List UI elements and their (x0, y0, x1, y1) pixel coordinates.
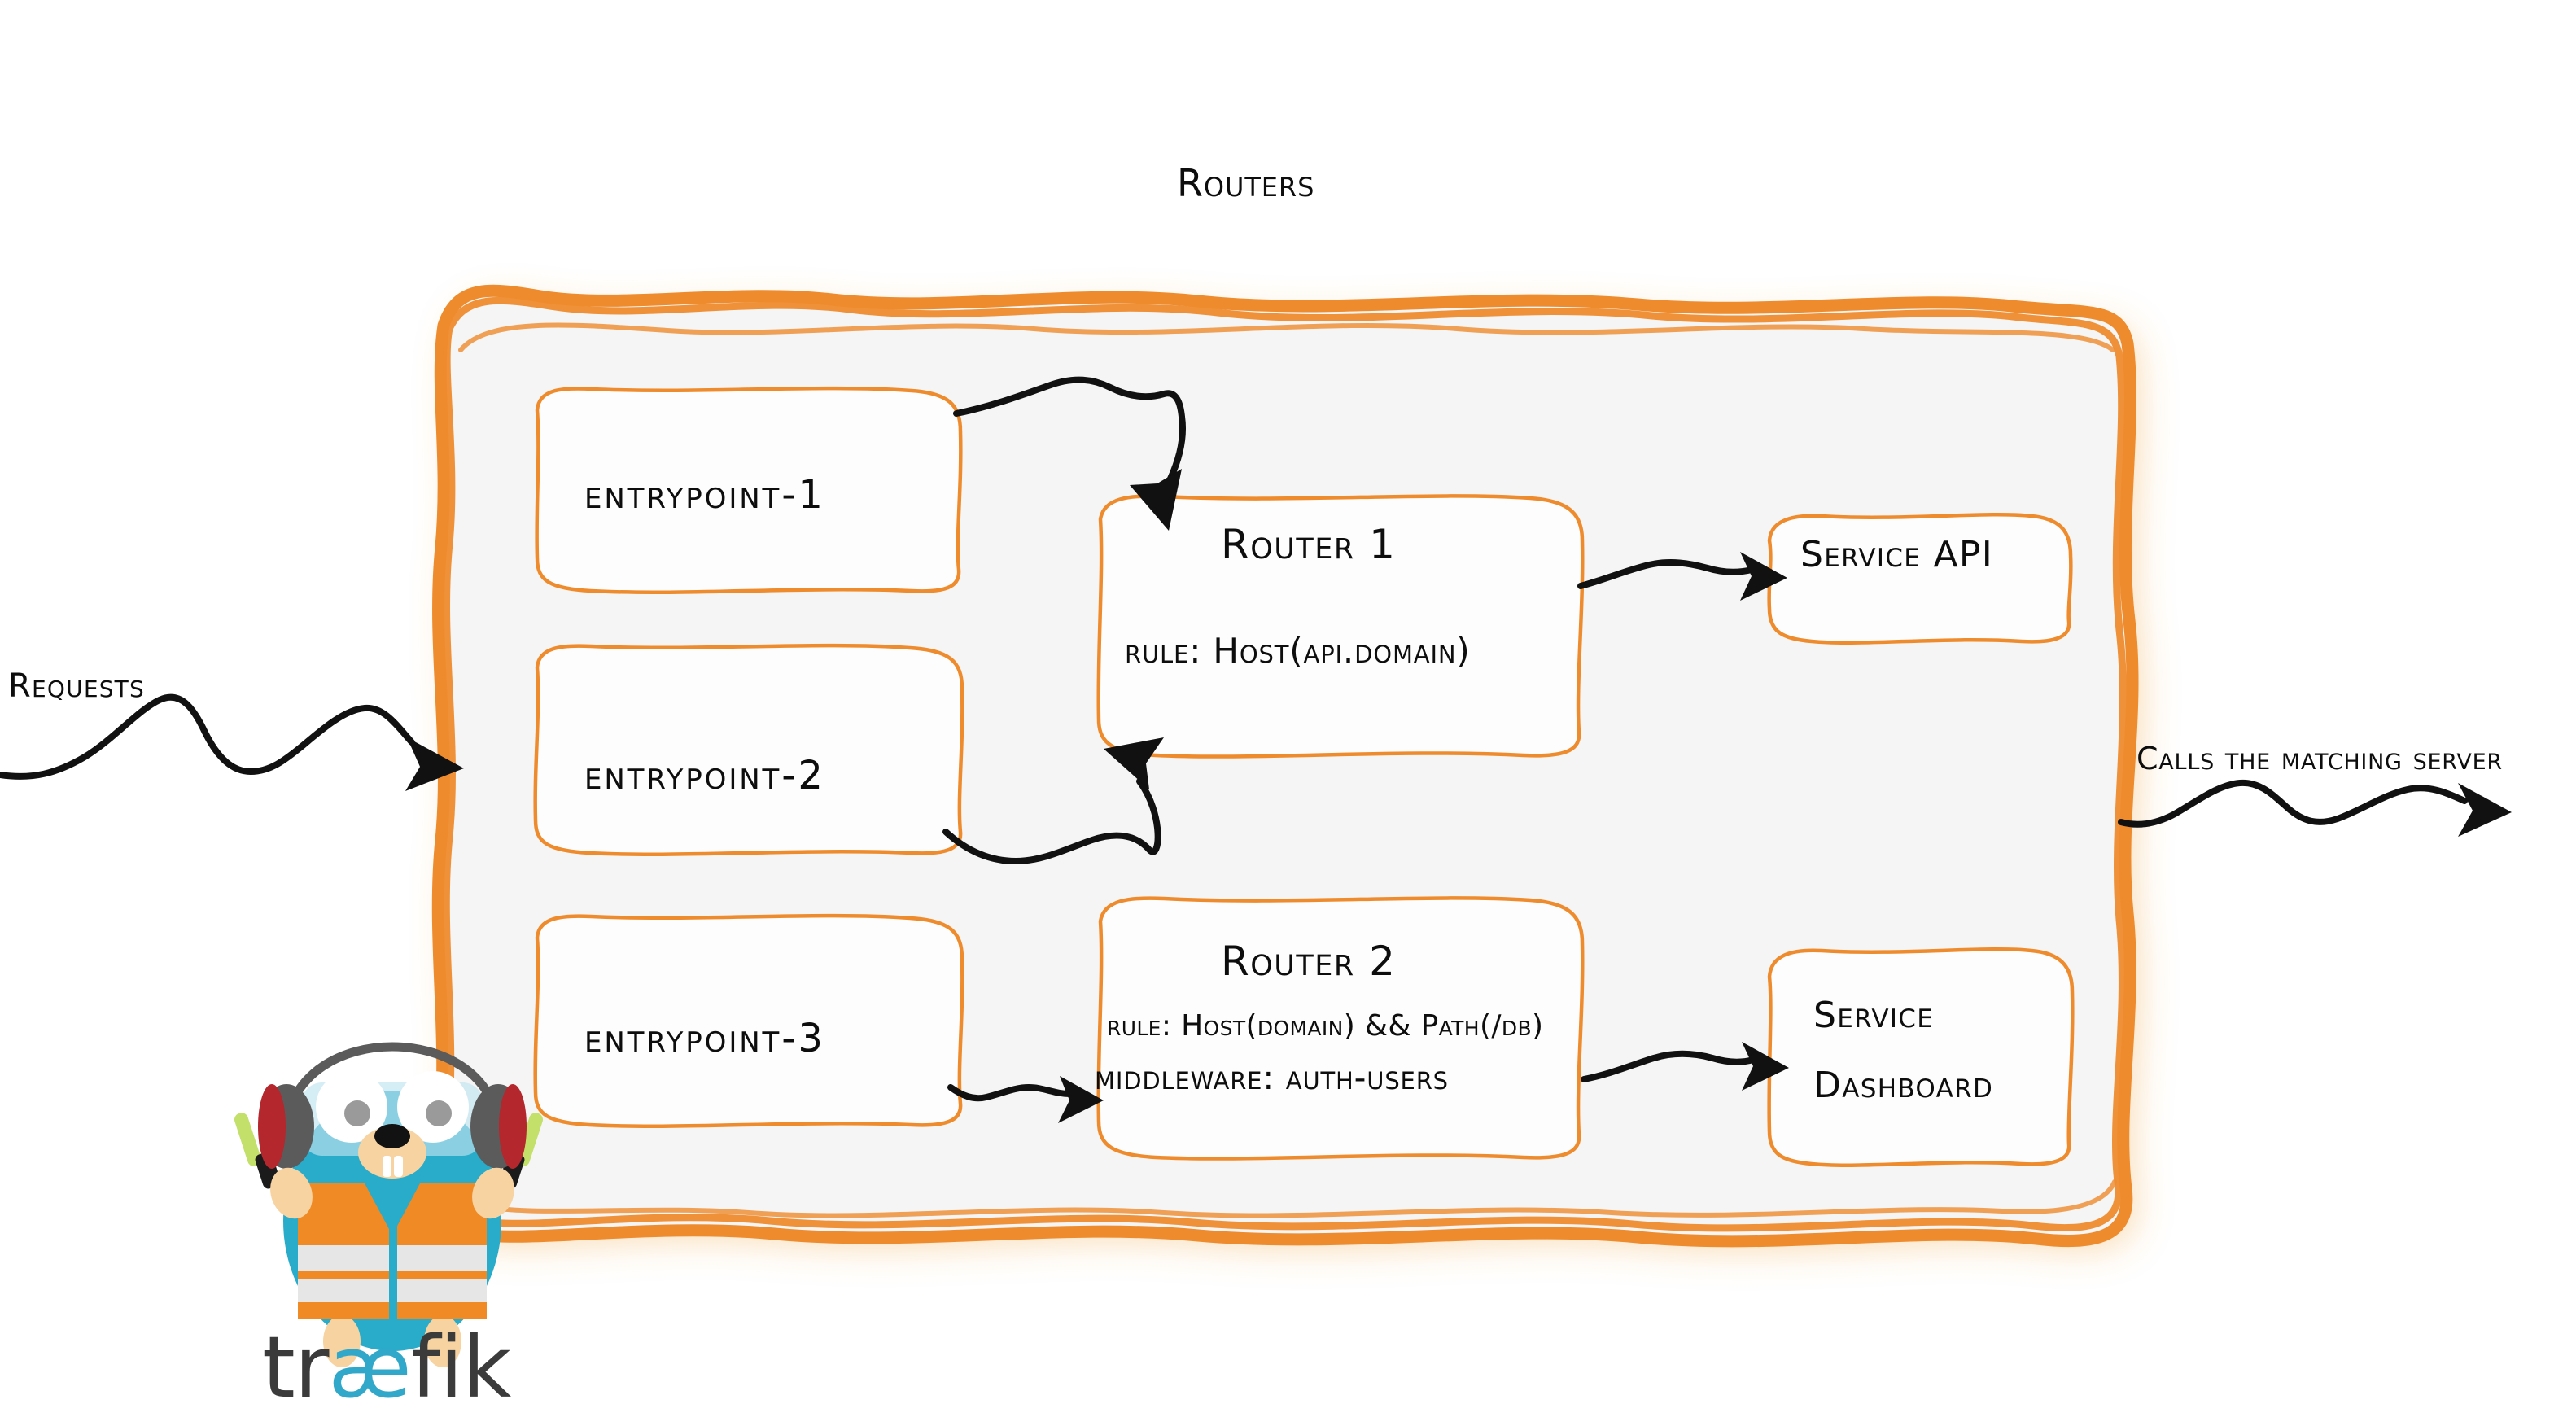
service-api-label: Service API (1800, 534, 1994, 575)
entrypoint-3-box[interactable] (533, 913, 964, 1128)
requests-label: Requests (8, 667, 145, 705)
router-2-box[interactable] (1096, 896, 1585, 1161)
service-api-box[interactable] (1767, 513, 2073, 645)
router-boxes (1096, 494, 1585, 1161)
router-2-title: Router 2 (1221, 938, 1397, 985)
service-boxes (1767, 513, 2075, 1167)
entrypoint-1-box[interactable] (535, 386, 963, 594)
traefik-wordmark-ae: æ (328, 1318, 411, 1417)
arrow-entrypoint2-to-router1 (942, 737, 1164, 864)
panel-border-stroke-c (458, 322, 2115, 352)
router-2-middleware: middleware: auth-users (1095, 1058, 1449, 1097)
router-1-rule: rule: Host(api.domain) (1125, 631, 1471, 671)
traefik-wordmark-prefix: tr (262, 1318, 330, 1417)
arrow-router1-to-service-api (1577, 552, 1787, 601)
traefik-gopher-icon (234, 1042, 543, 1367)
entrypoint-2-box[interactable] (533, 643, 964, 856)
entrypoint-3-label: entrypoint-3 (584, 1016, 825, 1061)
service-dashboard-label-line1: Service (1813, 995, 1935, 1036)
entrypoint-1-label: entrypoint-1 (584, 472, 825, 518)
arrow-requests-to-panel (0, 693, 464, 791)
arrow-panel-to-server (2118, 779, 2512, 837)
entrypoint-2-label: entrypoint-2 (584, 753, 825, 798)
panel-border-stroke-d (466, 1179, 2117, 1218)
arrow-router2-to-service-dashboard (1581, 1042, 1789, 1091)
traefik-wordmark: træfik (262, 1325, 511, 1410)
service-dashboard-box[interactable] (1767, 947, 2075, 1167)
connector-arrows (0, 376, 2512, 1123)
router-1-title: Router 1 (1221, 521, 1397, 568)
traefik-wordmark-suffix: fik (410, 1318, 512, 1417)
page-title: Routers (1177, 161, 1315, 205)
arrow-entrypoint1-to-router1 (953, 376, 1186, 531)
arrow-entrypoint3-to-router2 (947, 1076, 1104, 1123)
router-1-box[interactable] (1096, 494, 1585, 759)
calls-matching-server-label: Calls the matching server (2136, 741, 2503, 776)
service-dashboard-label-line2: Dashboard (1813, 1065, 1994, 1106)
entrypoint-boxes (533, 386, 964, 1128)
router-2-rule: rule: Host(domain) && Path(/db) (1107, 1009, 1544, 1043)
